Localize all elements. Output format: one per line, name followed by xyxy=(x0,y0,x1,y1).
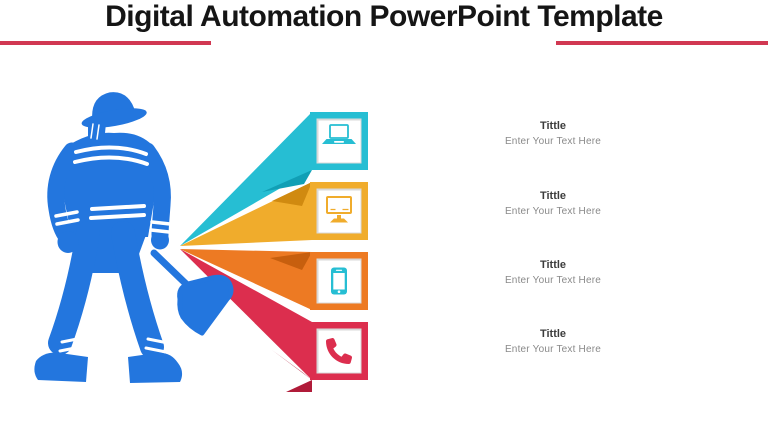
ray-laptop[interactable] xyxy=(180,112,312,246)
ray-monitor[interactable] xyxy=(180,182,312,246)
phone-icon xyxy=(326,337,353,365)
text-block-smartphone[interactable]: Tittle Enter Your Text Here xyxy=(445,259,661,287)
title-underline-right xyxy=(556,41,768,45)
ray-group xyxy=(180,112,312,392)
text-block-phone[interactable]: Tittle Enter Your Text Here xyxy=(445,328,661,356)
smartphone-icon xyxy=(331,267,347,295)
right-leg xyxy=(111,221,164,359)
item-description[interactable]: Enter Your Text Here xyxy=(504,275,602,286)
laptop-icon xyxy=(322,124,356,144)
item-title[interactable]: Tittle xyxy=(539,259,567,271)
ray-triangle xyxy=(180,249,312,310)
text-block-laptop[interactable]: Tittle Enter Your Text Here xyxy=(445,120,661,148)
icon-box-monitor[interactable] xyxy=(310,182,368,240)
ray-fold-bottom xyxy=(286,380,312,392)
reflective-stripes xyxy=(54,123,175,355)
left-boot xyxy=(34,352,88,382)
item-title[interactable]: Tittle xyxy=(539,328,567,340)
box-inner xyxy=(318,330,361,373)
helmet xyxy=(81,92,147,128)
ray-fold xyxy=(262,170,312,192)
item-description[interactable]: Enter Your Text Here xyxy=(504,344,602,355)
ray-fold xyxy=(272,350,312,380)
page-title[interactable]: Digital Automation PowerPoint Template xyxy=(105,0,663,33)
item-title[interactable]: Tittle xyxy=(539,120,567,132)
axe-head xyxy=(177,274,234,336)
item-description[interactable]: Enter Your Text Here xyxy=(504,206,602,217)
icon-box-laptop[interactable] xyxy=(310,112,368,170)
ray-fold xyxy=(272,182,312,206)
item-title[interactable]: Tittle xyxy=(539,190,567,202)
right-arm xyxy=(138,142,171,244)
left-arm xyxy=(47,142,81,246)
ray-fold xyxy=(270,252,312,270)
ray-smartphone[interactable] xyxy=(180,249,312,310)
title-underline-left xyxy=(0,41,211,45)
icon-box-smartphone[interactable] xyxy=(310,252,368,310)
right-hand xyxy=(151,230,169,250)
left-leg xyxy=(48,221,100,355)
icon-box-phone[interactable] xyxy=(310,322,368,380)
right-boot xyxy=(128,352,183,383)
monitor-icon xyxy=(326,196,352,223)
ray-triangle xyxy=(180,112,312,246)
text-block-monitor[interactable]: Tittle Enter Your Text Here xyxy=(445,190,661,218)
left-glove xyxy=(57,231,79,253)
item-description[interactable]: Enter Your Text Here xyxy=(504,136,602,147)
firefighter-figure[interactable] xyxy=(34,87,234,383)
